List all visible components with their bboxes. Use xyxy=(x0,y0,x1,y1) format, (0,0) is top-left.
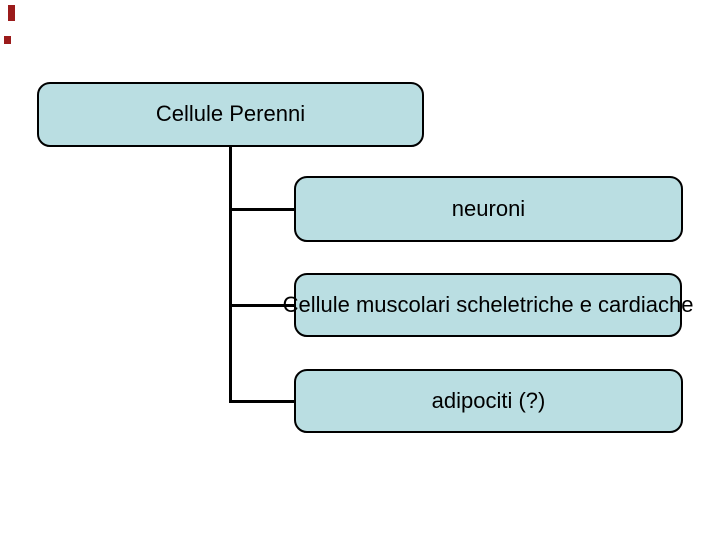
node-label: adipociti (?) xyxy=(431,387,546,413)
node-label: neuroni xyxy=(451,195,526,221)
diagram-node-child: Cellule muscolari scheletriche e cardiac… xyxy=(283,273,693,337)
node-label: Cellule Perenni xyxy=(155,101,306,127)
node-label: Cellule muscolari scheletriche e cardiac… xyxy=(282,291,694,317)
connector-branch xyxy=(229,208,295,211)
connector-branch xyxy=(229,304,295,307)
diagram-node-child: neuroni xyxy=(294,176,683,242)
connector-stem xyxy=(229,146,232,403)
diagram-node-root: Cellule Perenni xyxy=(37,82,424,147)
connector-branch xyxy=(229,400,295,403)
red-corner-mark-icon xyxy=(8,5,15,21)
diagram-node-child: adipociti (?) xyxy=(294,369,683,433)
red-corner-mark-icon xyxy=(4,36,11,44)
